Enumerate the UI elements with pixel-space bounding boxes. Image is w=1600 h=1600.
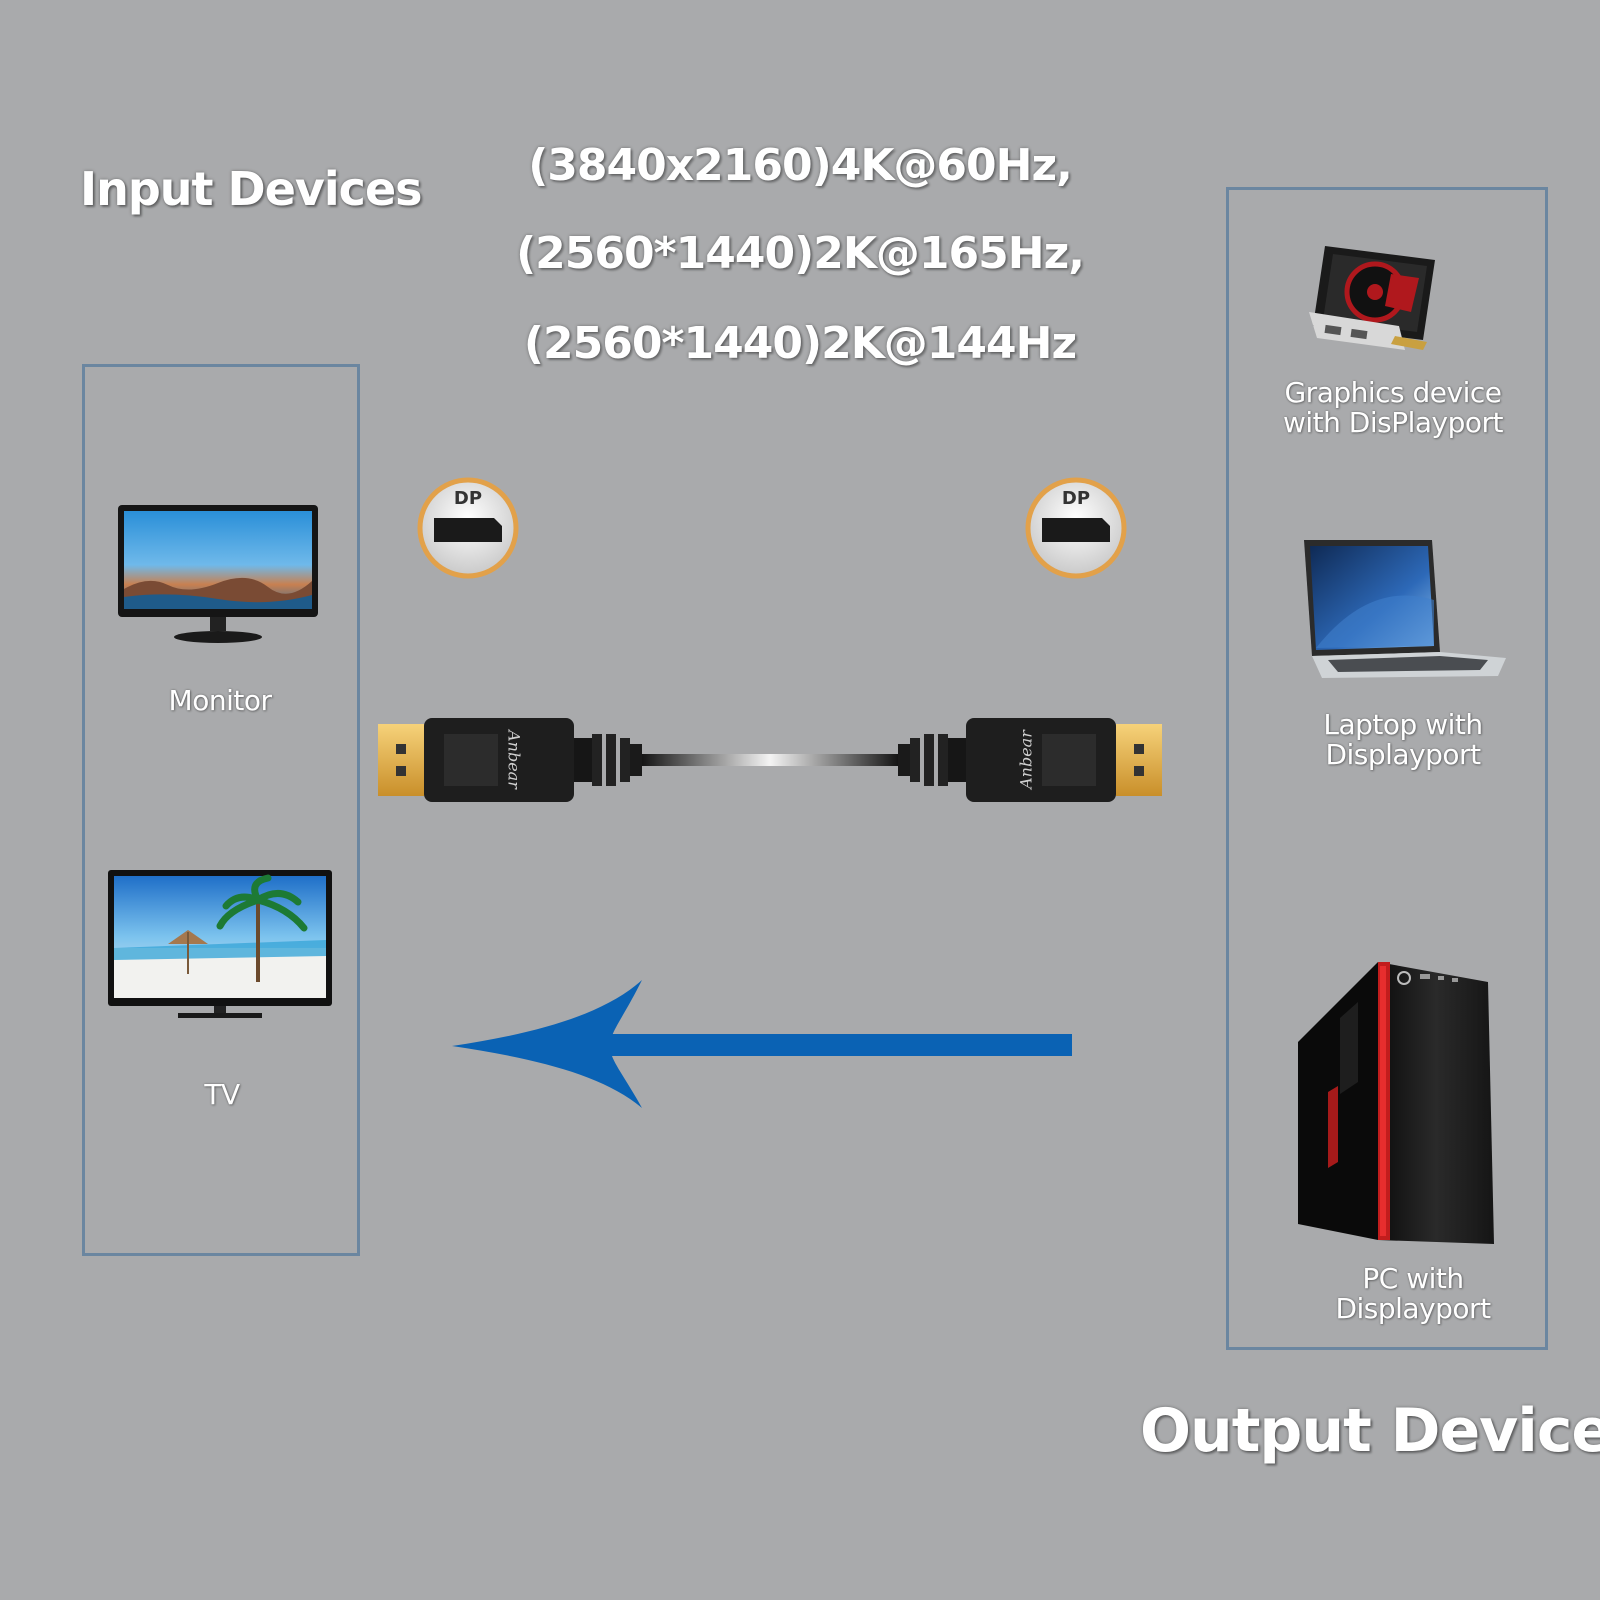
spec-line-4k: (3840x2160)4K@60Hz,	[528, 140, 1073, 191]
monitor-icon	[118, 505, 318, 645]
pc-tower-icon	[1298, 962, 1498, 1247]
cable-brand-right: Anbear	[1016, 730, 1036, 789]
signal-direction-arrow	[452, 976, 1072, 1112]
cable-brand-left: Anbear	[504, 730, 524, 789]
dp-port-badge-left: DP	[416, 476, 520, 580]
pc-label-line2: Displayport	[1335, 1292, 1491, 1325]
graphics-device-label-line1: Graphics device	[1284, 376, 1502, 409]
graphics-card-icon	[1295, 240, 1445, 355]
dp-port-label-left: DP	[453, 488, 483, 509]
dp-port-badge-right: DP	[1024, 476, 1128, 580]
laptop-label: Laptop with Displayport	[1268, 710, 1538, 770]
laptop-label-line2: Displayport	[1325, 738, 1481, 771]
input-devices-heading: Input Devices	[80, 162, 423, 216]
spec-line-2k-165: (2560*1440)2K@165Hz,	[516, 228, 1085, 279]
output-devices-panel	[1226, 187, 1548, 1350]
graphics-device-label-line2: with DisPlayport	[1282, 406, 1504, 439]
graphics-device-label: Graphics device with DisPlayport	[1258, 378, 1528, 438]
output-devices-heading: Output Devices	[1140, 1396, 1600, 1466]
dp-port-label-right: DP	[1061, 488, 1091, 509]
pc-label: PC with Displayport	[1278, 1264, 1548, 1324]
laptop-label-line1: Laptop with	[1323, 708, 1483, 741]
spec-line-2k-144: (2560*1440)2K@144Hz	[523, 318, 1077, 369]
tv-icon	[108, 870, 332, 1020]
pc-label-line1: PC with	[1362, 1262, 1464, 1295]
displayport-cable: Anbear Anbear	[378, 710, 1162, 810]
tv-label: TV	[204, 1078, 240, 1111]
monitor-label: Monitor	[168, 684, 272, 717]
laptop-icon	[1300, 540, 1508, 680]
input-devices-panel	[82, 364, 360, 1256]
